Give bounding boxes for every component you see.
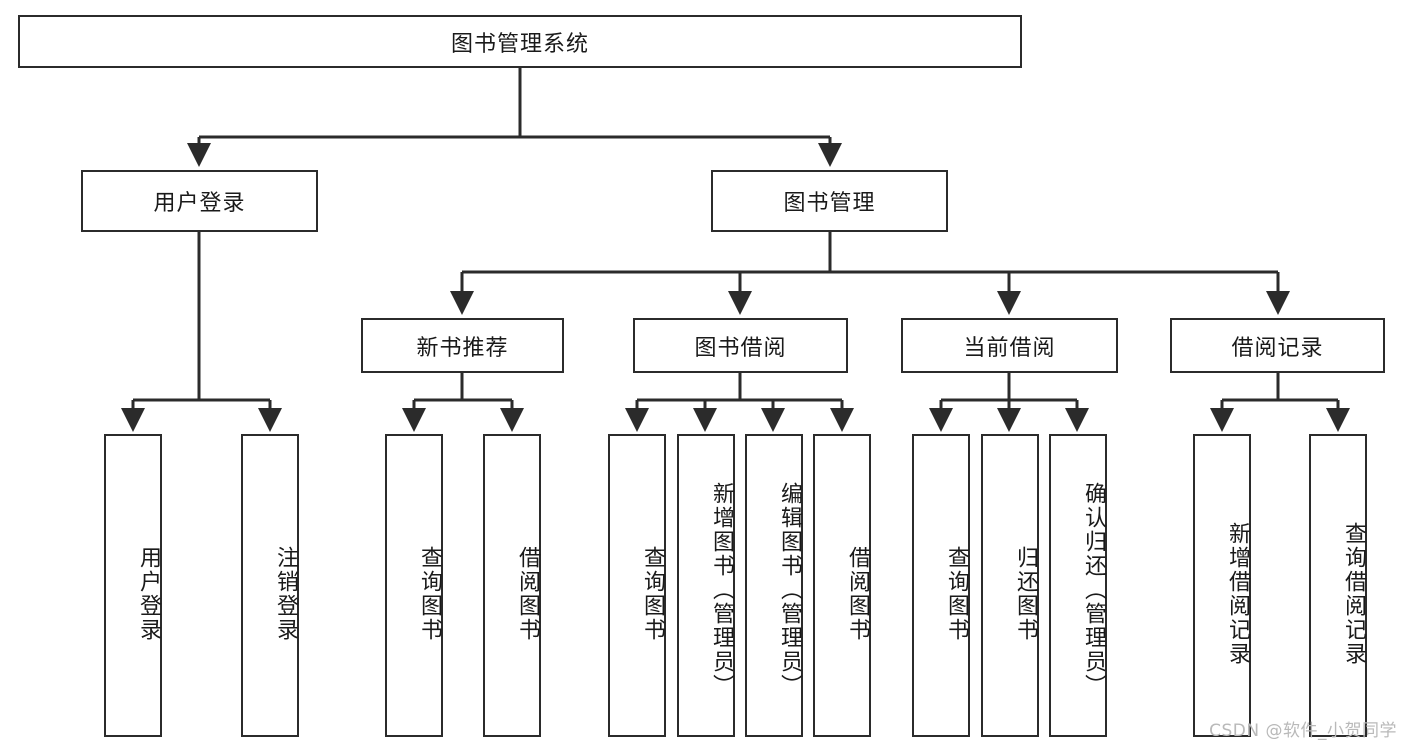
node-label: 查询图书 [640,545,665,642]
node-label: 借阅记录 [1231,335,1324,361]
node-label: 注销登录 [273,545,298,642]
node-label: 编辑图书（管理员） [777,481,802,698]
node-label: 新书推荐 [416,335,509,361]
node-label: 新增借阅记录 [1225,521,1250,666]
node-root-system[interactable]: 图书管理系统 [18,15,1022,68]
node-label: 用户登录 [136,545,161,642]
node-label: 用户登录 [153,191,246,216]
node-label: 借阅图书 [845,545,870,642]
leaf-return-book[interactable]: 归还图书 [981,434,1039,737]
leaf-query-borrow-record[interactable]: 查询借阅记录 [1309,434,1367,737]
leaf-add-borrow-record[interactable]: 新增借阅记录 [1193,434,1251,737]
leaf-user-login[interactable]: 用户登录 [104,434,162,737]
leaf-add-book[interactable]: 新增图书（管理员） [677,434,735,737]
leaf-query-book-borrow[interactable]: 查询图书 [608,434,666,737]
node-label: 归还图书 [1013,545,1038,642]
leaf-borrow-book[interactable]: 借阅图书 [813,434,871,737]
node-borrow-record[interactable]: 借阅记录 [1170,318,1385,373]
leaf-confirm-return[interactable]: 确认归还（管理员） [1049,434,1107,737]
node-label: 新增图书（管理员） [709,481,734,698]
node-label: 图书借阅 [694,335,787,361]
node-label: 当前借阅 [963,335,1056,361]
node-current-borrow[interactable]: 当前借阅 [901,318,1118,373]
node-label: 图书管理 [783,191,876,216]
node-user-login[interactable]: 用户登录 [81,170,318,232]
node-book-borrow[interactable]: 图书借阅 [633,318,848,373]
node-new-book-recommend[interactable]: 新书推荐 [361,318,564,373]
node-label: 查询图书 [944,545,969,642]
leaf-query-book-recommend[interactable]: 查询图书 [385,434,443,737]
node-label: 借阅图书 [515,545,540,642]
leaf-logout[interactable]: 注销登录 [241,434,299,737]
leaf-borrow-book-recommend[interactable]: 借阅图书 [483,434,541,737]
leaf-edit-book[interactable]: 编辑图书（管理员） [745,434,803,737]
node-label: 查询借阅记录 [1341,521,1366,666]
node-label: 确认归还（管理员） [1081,481,1106,698]
leaf-query-book-current[interactable]: 查询图书 [912,434,970,737]
node-book-manage[interactable]: 图书管理 [711,170,948,232]
node-label: 查询图书 [417,545,442,642]
node-label: 图书管理系统 [450,31,589,57]
